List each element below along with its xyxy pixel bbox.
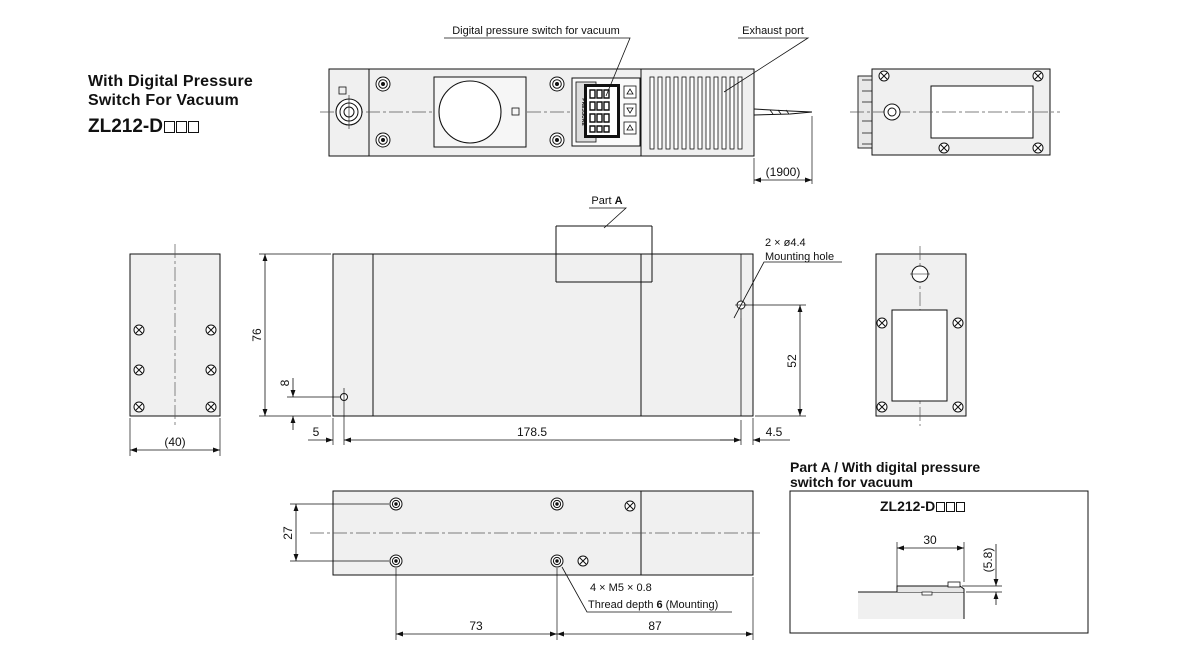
top-right-end-view [850,68,1060,156]
cable [753,108,813,116]
left-side-view: (40) [129,244,221,456]
top-screw-4 [549,132,565,148]
leader-exhaust [723,37,810,93]
detail-title-line-1: Part A / With digital pressure [790,459,980,475]
right-end-view [875,246,967,426]
bottom-thread-2 [389,554,403,568]
callout-part-a-bold: A [615,195,623,207]
top-screw-3 [549,76,565,92]
bottom-thread-4 [550,554,564,568]
callout-hole-count: 2 × ø4.4 [765,237,806,249]
detail-model-number: ZL212-D [880,498,966,514]
title-line-1: With Digital Pressure [88,73,253,90]
dim-hole-height: 52 [785,354,799,368]
top-screw-1 [375,76,391,92]
dim-cable: (1900) [766,165,801,179]
title-line-2: Switch For Vacuum [88,92,239,109]
dim-offset-5: 5 [313,425,320,439]
model-box-3 [187,121,199,133]
thread-depth-suffix: (Mounting) [663,599,719,611]
title-block: With Digital Pressure Switch For Vacuum … [88,72,253,138]
top-screw-2 [375,132,391,148]
model-number: ZL212-D [88,116,253,138]
top-port-fitting [335,95,363,129]
model-box-1 [163,121,175,133]
bottom-thread-1 [389,497,403,511]
dim-offset-8: 8 [278,379,292,386]
thread-depth-prefix: Thread depth [588,599,657,611]
digital-pressure-switch: PRESSURE [571,77,641,147]
callout-part-a: Part A [591,195,622,207]
detail-model-prefix: ZL212-D [880,498,936,514]
dim-detail-30: 30 [923,533,937,547]
part-a-detail: Part A / With digital pressure switch fo… [789,459,1089,634]
dim-bottom-27: 27 [281,526,295,540]
detail-title-line-2: switch for vacuum [790,474,913,490]
model-prefix: ZL212-D [88,116,163,137]
callout-part-a-text: Part [591,195,614,207]
bottom-view: 27 73 87 4 × M5 × 0.8 Thread depth 6 (Mo… [281,490,760,640]
exhaust-slots [649,76,743,150]
top-silencer-cap [438,80,502,144]
switch-label: PRESSURE [580,98,586,126]
callout-digital-switch: Digital pressure switch for vacuum [452,25,620,37]
dim-side-width: (40) [164,435,185,449]
model-box-2 [175,121,187,133]
callout-exhaust: Exhaust port [742,25,804,37]
dim-edge: 4.5 [766,425,783,439]
thread-depth-value: 6 [657,599,663,611]
leader-digital-switch [444,37,631,97]
dim-length: 178.5 [517,425,547,439]
detail-model-box-2 [946,502,956,512]
bottom-thread-3 [550,497,564,511]
dim-bottom-73: 73 [469,619,483,633]
dim-detail-58: (5.8) [981,548,995,573]
front-view: Part A 2 × ø4.4 Mounting hole 52 76 8 5 [250,195,842,445]
detail-model-box-1 [936,502,946,512]
detail-model-box-3 [956,502,966,512]
dim-height: 76 [250,328,264,342]
callout-hole-label: Mounting hole [765,251,834,263]
callout-thread-spec: 4 × M5 × 0.8 [590,582,652,594]
dim-bottom-87: 87 [648,619,662,633]
callout-thread-depth: Thread depth 6 (Mounting) [588,599,718,611]
top-view: PRESSURE (1900) Digital pressure switc [320,25,813,184]
